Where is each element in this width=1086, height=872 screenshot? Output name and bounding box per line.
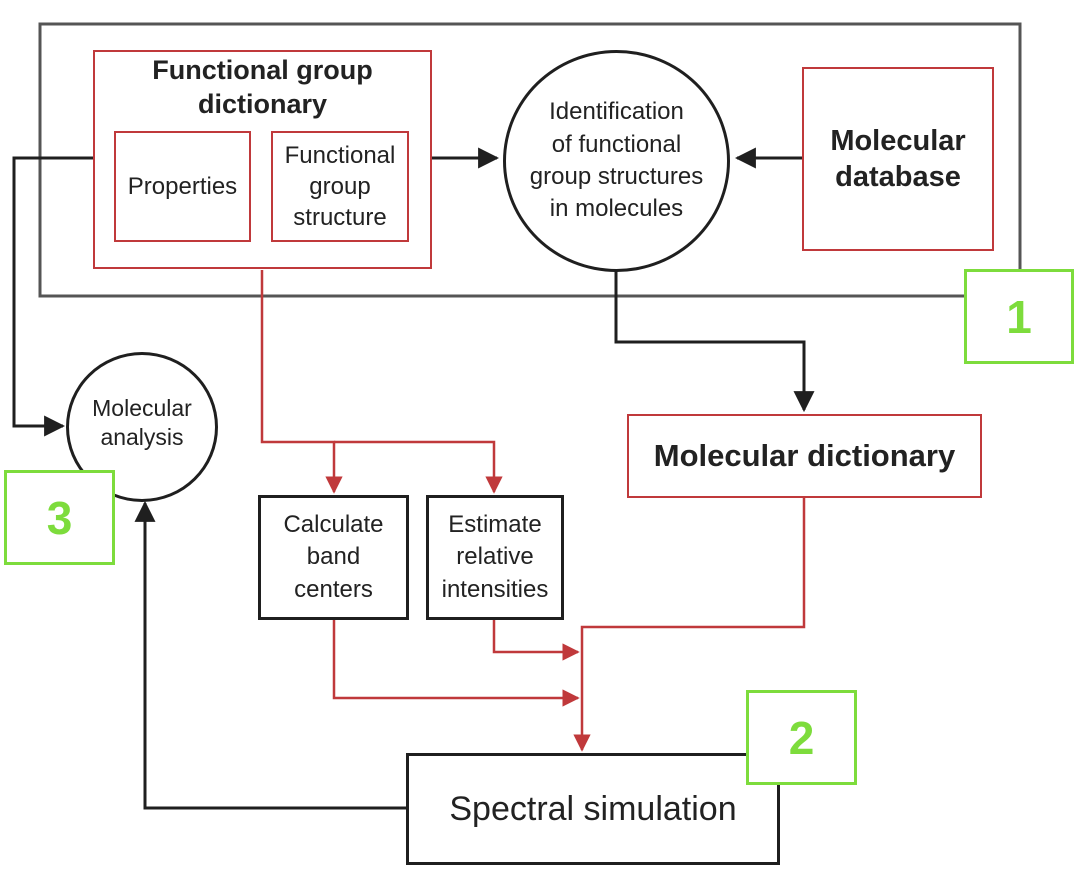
functional-group-structure-box: Functional group structure — [271, 131, 409, 242]
step-badge-2-label: 2 — [788, 711, 815, 764]
identification-circle: Identification of functional group struc… — [503, 50, 730, 272]
molecular-database-label: Molecular database — [830, 124, 966, 193]
identification-label: Identification of functional group struc… — [529, 98, 704, 223]
calculate-band-centers: Calculate band centers — [258, 495, 409, 620]
spectral-simulation-label: Spectral simulation — [449, 789, 737, 828]
step-badge-2: 2 — [746, 690, 857, 785]
estimate-relative-intensities: Estimate relative intensities — [426, 495, 564, 620]
arrow-simulation-to-analysis — [134, 500, 406, 810]
properties-label: Properties — [127, 172, 238, 200]
calculate-band-centers-label: Calculate band centers — [283, 510, 384, 603]
arrow-fgdict-to-calc — [260, 270, 343, 494]
step-badge-1: 1 — [964, 269, 1074, 364]
molecular-analysis-label: Molecular analysis — [92, 395, 192, 450]
spectral-simulation: Spectral simulation — [406, 753, 780, 865]
molecular-dictionary-label: Molecular dictionary — [653, 437, 956, 473]
molecular-dictionary: Molecular dictionary — [627, 414, 982, 498]
arrow-fgdict-to-analysis — [12, 156, 94, 437]
arrow-calc-to-merge — [332, 620, 580, 707]
arrow-fgdict-to-estimate — [334, 440, 503, 494]
estimate-relative-intensities-label: Estimate relative intensities — [441, 510, 549, 603]
functional-group-structure-label: Functional group structure — [284, 141, 396, 232]
functional-group-dictionary: Functional group dictionary — [93, 50, 432, 269]
step-badge-1-label: 1 — [1006, 290, 1032, 343]
functional-group-dictionary-title: Functional group dictionary — [152, 55, 373, 119]
arrow-estimate-to-merge — [492, 620, 580, 661]
molecular-analysis-circle: Molecular analysis — [66, 352, 218, 502]
step-badge-3: 3 — [4, 470, 115, 565]
properties-box: Properties — [114, 131, 251, 242]
arrow-identification-to-moldict — [614, 270, 815, 413]
molecular-database: Molecular database — [802, 67, 994, 251]
arrow-moldict-to-simulation — [573, 498, 806, 752]
system-boundary — [38, 22, 1022, 298]
step-badge-3-label: 3 — [46, 491, 73, 544]
